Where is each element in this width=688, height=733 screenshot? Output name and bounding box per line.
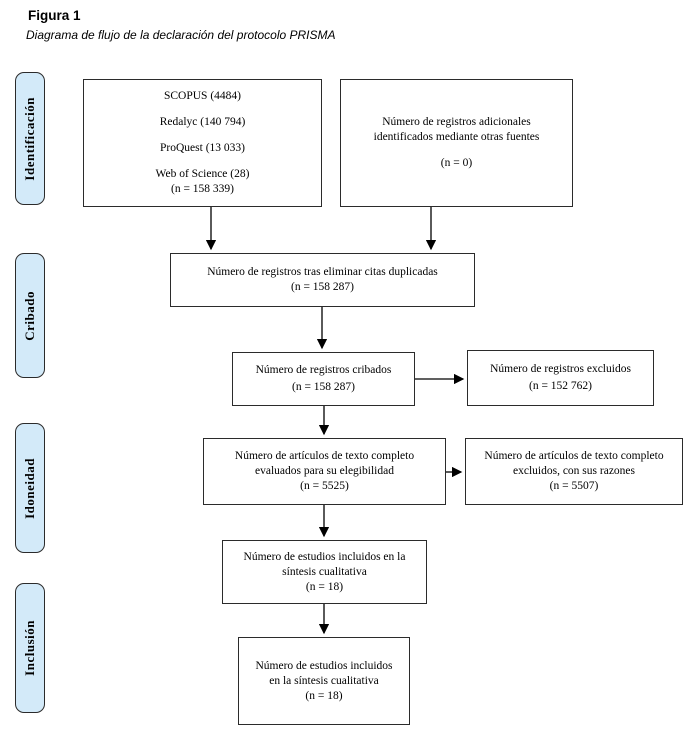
node-qualitative-included: Número de estudios incluidos en la sínte… <box>222 540 427 604</box>
node-line: identificados mediante otras fuentes <box>373 131 540 143</box>
stage-label: Inclusión <box>22 620 37 676</box>
node-line: SCOPUS (4484) <box>163 90 241 102</box>
node-line: Número de registros adicionales <box>382 116 531 128</box>
node-databases: SCOPUS (4484) Redalyc (140 794) ProQuest… <box>83 79 322 207</box>
node-n-value: (n = 158 287) <box>291 381 356 393</box>
node-line: Número de registros tras eliminar citas … <box>207 266 438 278</box>
figure-label: Figura 1 <box>28 8 81 23</box>
node-line: ProQuest (13 033) <box>160 142 245 154</box>
node-excluded: Número de registros excluidos (n = 152 7… <box>467 350 654 406</box>
node-line: Número de estudios incluidos en la <box>243 550 406 563</box>
node-fulltext-excluded: Número de artículos de texto completo ex… <box>465 438 683 505</box>
node-after-duplicates: Número de registros tras eliminar citas … <box>170 253 475 307</box>
node-line: Redalyc (140 794) <box>159 116 246 128</box>
node-additional-records: Número de registros adicionales identifi… <box>340 79 573 207</box>
node-n-value: (n = 5525) <box>300 480 349 492</box>
node-line: Número de registros excluidos <box>490 363 631 375</box>
node-line: síntesis cualitativa <box>282 565 367 578</box>
stage-inclusion: Inclusión <box>15 583 45 713</box>
node-fulltext-assessed: Número de artículos de texto completo ev… <box>203 438 446 505</box>
node-line: Número de estudios incluidos <box>255 659 393 672</box>
stage-identificacion: Identificación <box>15 72 45 205</box>
stage-label: Idoneidad <box>22 457 37 519</box>
node-line: excluidos, con sus razones <box>513 465 635 477</box>
figure-caption: Diagrama de flujo de la declaración del … <box>26 28 336 42</box>
node-line: Número de registros cribados <box>255 364 392 376</box>
stage-idoneidad: Idoneidad <box>15 423 45 553</box>
node-n-value: (n = 18) <box>305 580 344 593</box>
node-n-value: (n = 18) <box>305 689 343 702</box>
node-screened: Número de registros cribados (n = 158 28… <box>232 352 415 406</box>
node-line: Número de artículos de texto completo <box>484 450 664 462</box>
stage-label: Cribado <box>22 290 37 341</box>
node-n-value: (n = 0) <box>440 157 473 169</box>
node-final-included: Número de estudios incluidos en la sínte… <box>238 637 410 725</box>
stage-cribado: Cribado <box>15 253 45 378</box>
node-n-value: (n = 158 339) <box>170 183 235 195</box>
stage-label: Identificación <box>22 96 37 181</box>
node-line: evaluados para su elegibilidad <box>255 465 394 477</box>
node-line: Número de artículos de texto completo <box>234 450 415 462</box>
node-n-value: (n = 158 287) <box>290 281 355 293</box>
node-n-value: (n = 152 762) <box>528 380 593 392</box>
node-n-value: (n = 5507) <box>549 480 599 492</box>
node-line: Web of Science (28) <box>155 168 250 180</box>
node-line: en la síntesis cualitativa <box>269 674 379 687</box>
